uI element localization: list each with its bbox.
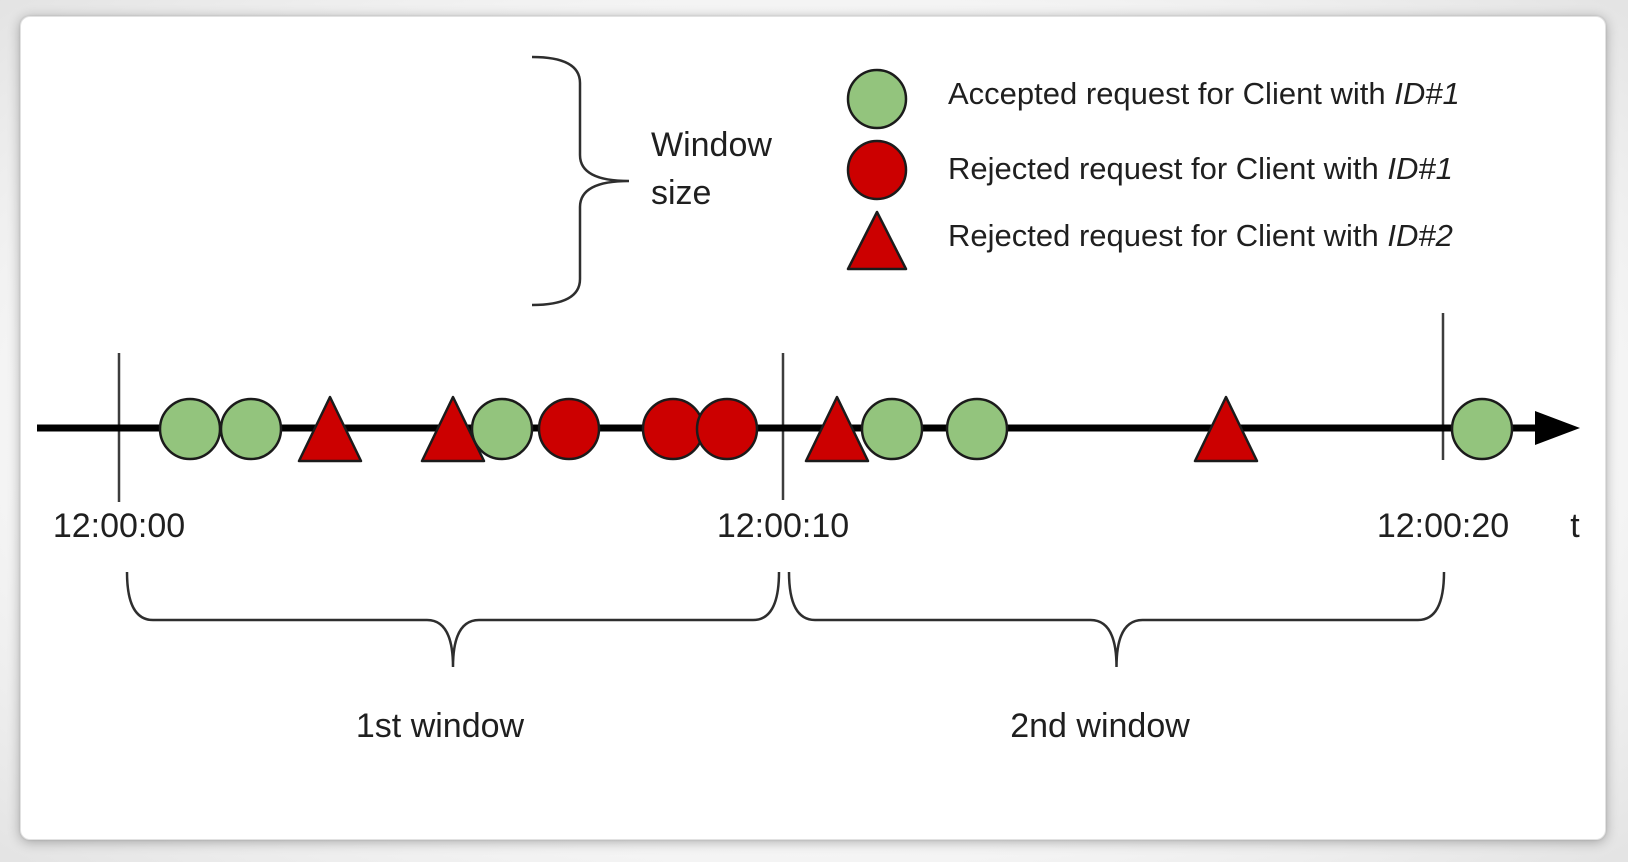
rejected-circle-marker [641, 397, 705, 461]
tick-label-0: 12:00:00 [53, 507, 185, 545]
window-label-0: 1st window [356, 707, 525, 745]
rejected-circle-marker [695, 397, 759, 461]
legend-group: Accepted request for Client with ID#1Rej… [846, 68, 1460, 271]
rejected-triangle-marker [804, 395, 870, 463]
axis-group [37, 411, 1580, 445]
braces-group: 1st window 2nd window [125, 55, 1446, 745]
window-underbrace-1 [787, 571, 1446, 668]
tick-label-2: 12:00:20 [1377, 507, 1509, 545]
legend-rejected-triangle-icon [846, 210, 908, 271]
window-size-brace [531, 55, 630, 307]
timeline-arrowhead [1535, 411, 1580, 445]
accepted-circle-marker [1450, 397, 1514, 461]
accepted-circle-marker [945, 397, 1009, 461]
window-underbrace-0 [125, 571, 781, 668]
accepted-circle-marker [158, 397, 222, 461]
legend-label-1: Rejected request for Client with ID#1 [948, 151, 1453, 186]
accepted-circle-marker [860, 397, 924, 461]
legend-label-0: Accepted request for Client with ID#1 [948, 76, 1460, 111]
rejected-circle-marker [537, 397, 601, 461]
legend-rejected-circle-icon [846, 139, 908, 201]
legend-label-2: Rejected request for Client with ID#2 [948, 218, 1453, 253]
time-axis-label: t [1570, 507, 1580, 545]
window-size-label-line2: size [651, 174, 711, 212]
accepted-circle-marker [219, 397, 283, 461]
events-group [158, 395, 1514, 463]
legend-accepted-circle-icon [846, 68, 908, 130]
accepted-circle-marker [470, 397, 534, 461]
window-label-1: 2nd window [1010, 707, 1190, 745]
rejected-triangle-marker [297, 395, 363, 463]
rejected-triangle-marker [1193, 395, 1259, 463]
window-size-label-line1: Window [651, 126, 772, 164]
tick-label-1: 12:00:10 [717, 507, 849, 545]
rejected-triangle-marker [420, 395, 486, 463]
